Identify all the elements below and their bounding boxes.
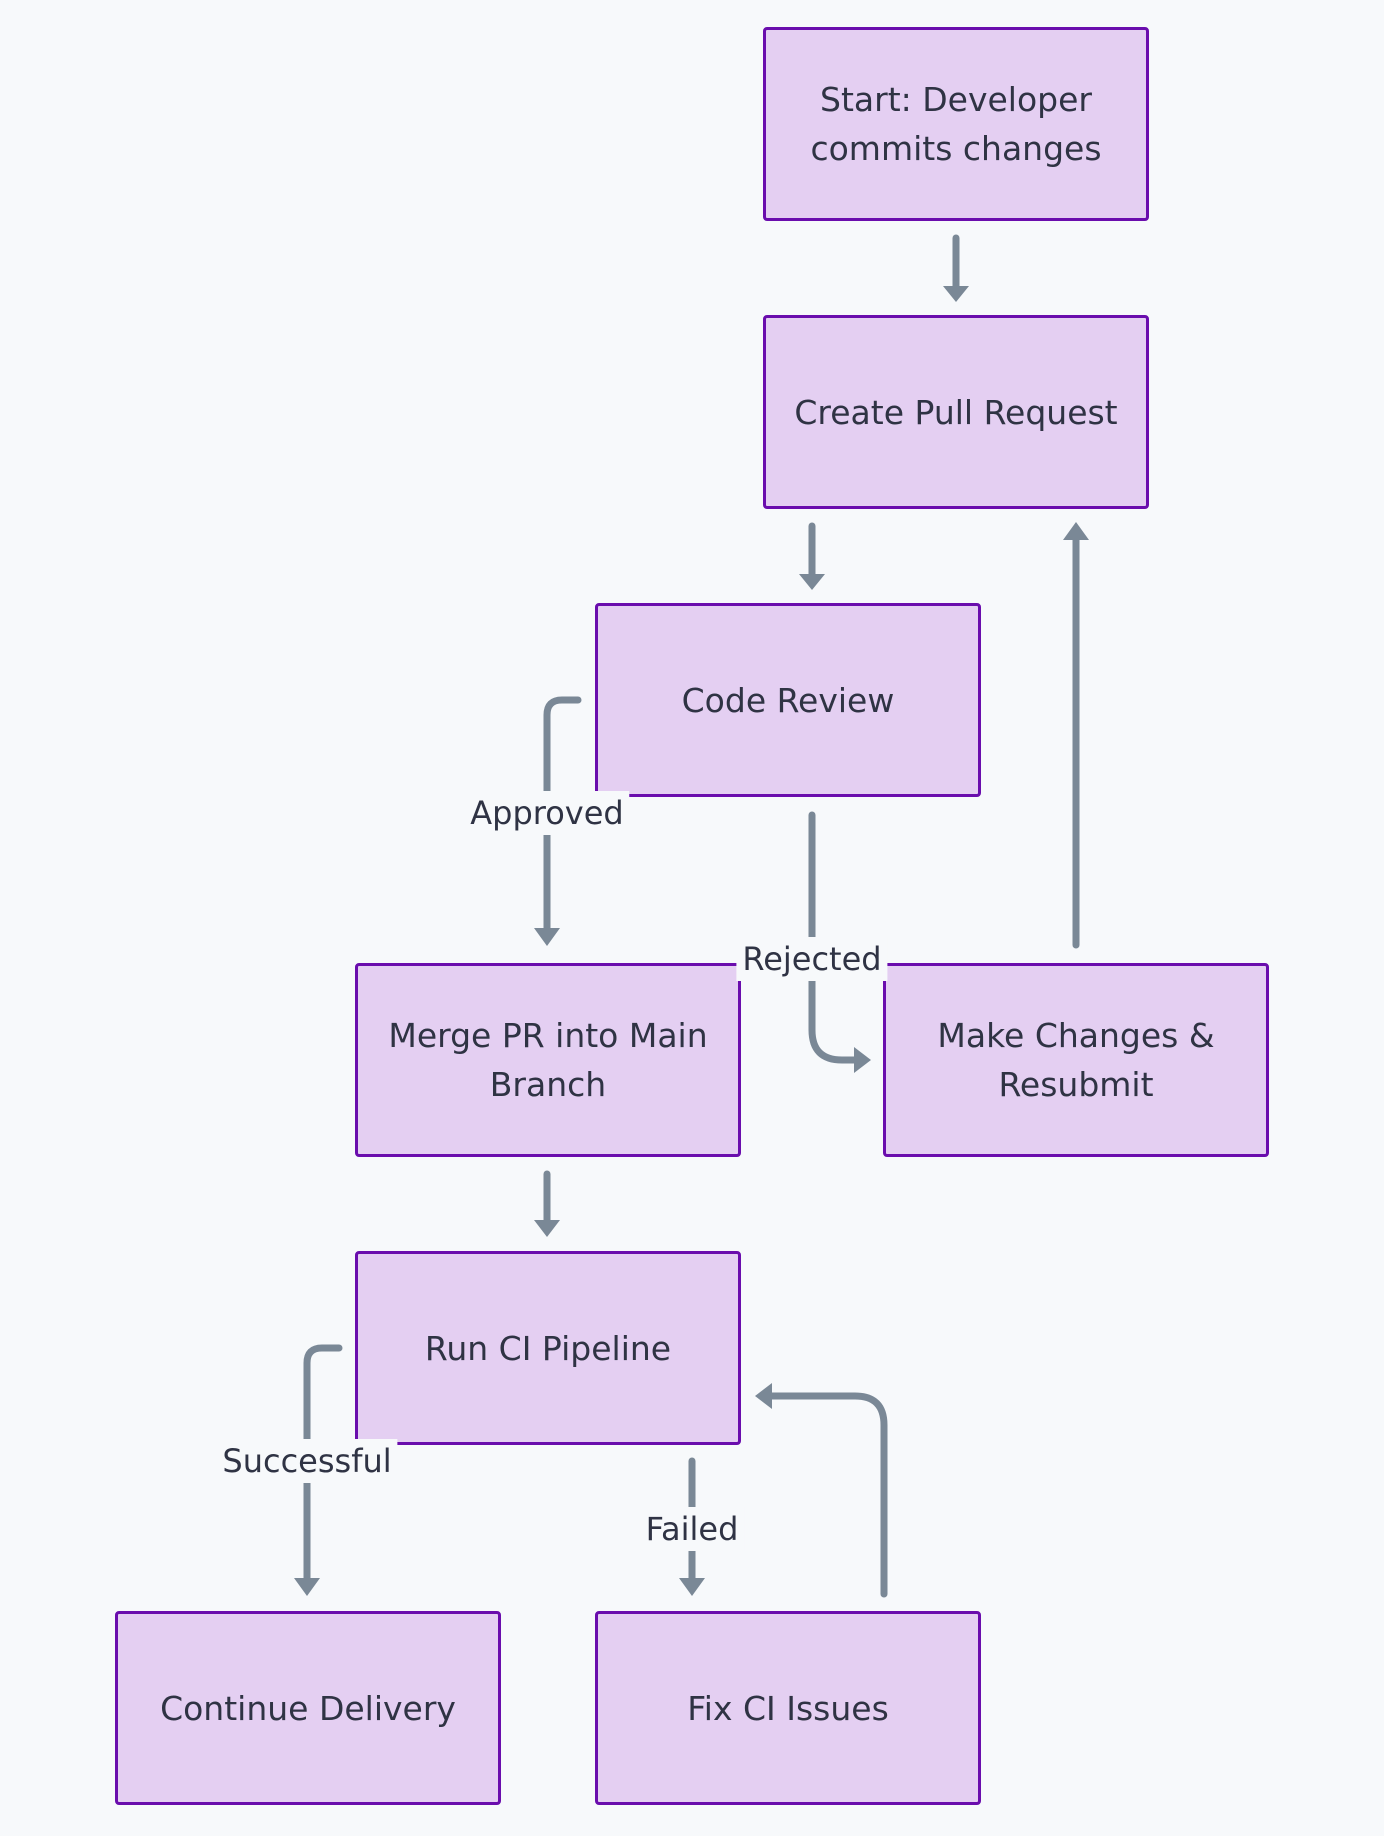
edge-merge-to-run-ci xyxy=(534,1170,560,1237)
edge-create-pr-to-code-review xyxy=(799,522,825,590)
edge-run-ci-to-continue-delivery xyxy=(294,1344,343,1596)
node-fix-ci-issues: Fix CI Issues xyxy=(595,1611,981,1805)
edge-label-approved: Approved xyxy=(464,791,630,835)
node-create-pull-request: Create Pull Request xyxy=(763,315,1149,509)
edge-code-review-to-make-changes xyxy=(808,811,871,1073)
edge-code-review-to-merge xyxy=(534,696,582,946)
node-make-changes: Make Changes & Resubmit xyxy=(883,963,1269,1157)
edge-fix-ci-to-run-ci xyxy=(755,1383,888,1598)
edge-start-to-create-pr xyxy=(943,234,969,302)
edge-label-failed: Failed xyxy=(639,1507,745,1551)
node-code-review: Code Review xyxy=(595,603,981,797)
node-merge-pr: Merge PR into Main Branch xyxy=(355,963,741,1157)
edge-make-changes-to-create-pr xyxy=(1063,522,1089,949)
node-continue-delivery: Continue Delivery xyxy=(115,1611,501,1805)
edge-label-rejected: Rejected xyxy=(736,937,888,981)
edge-label-successful: Successful xyxy=(216,1439,398,1483)
node-run-ci-pipeline: Run CI Pipeline xyxy=(355,1251,741,1445)
node-start: Start: Developer commits changes xyxy=(763,27,1149,221)
